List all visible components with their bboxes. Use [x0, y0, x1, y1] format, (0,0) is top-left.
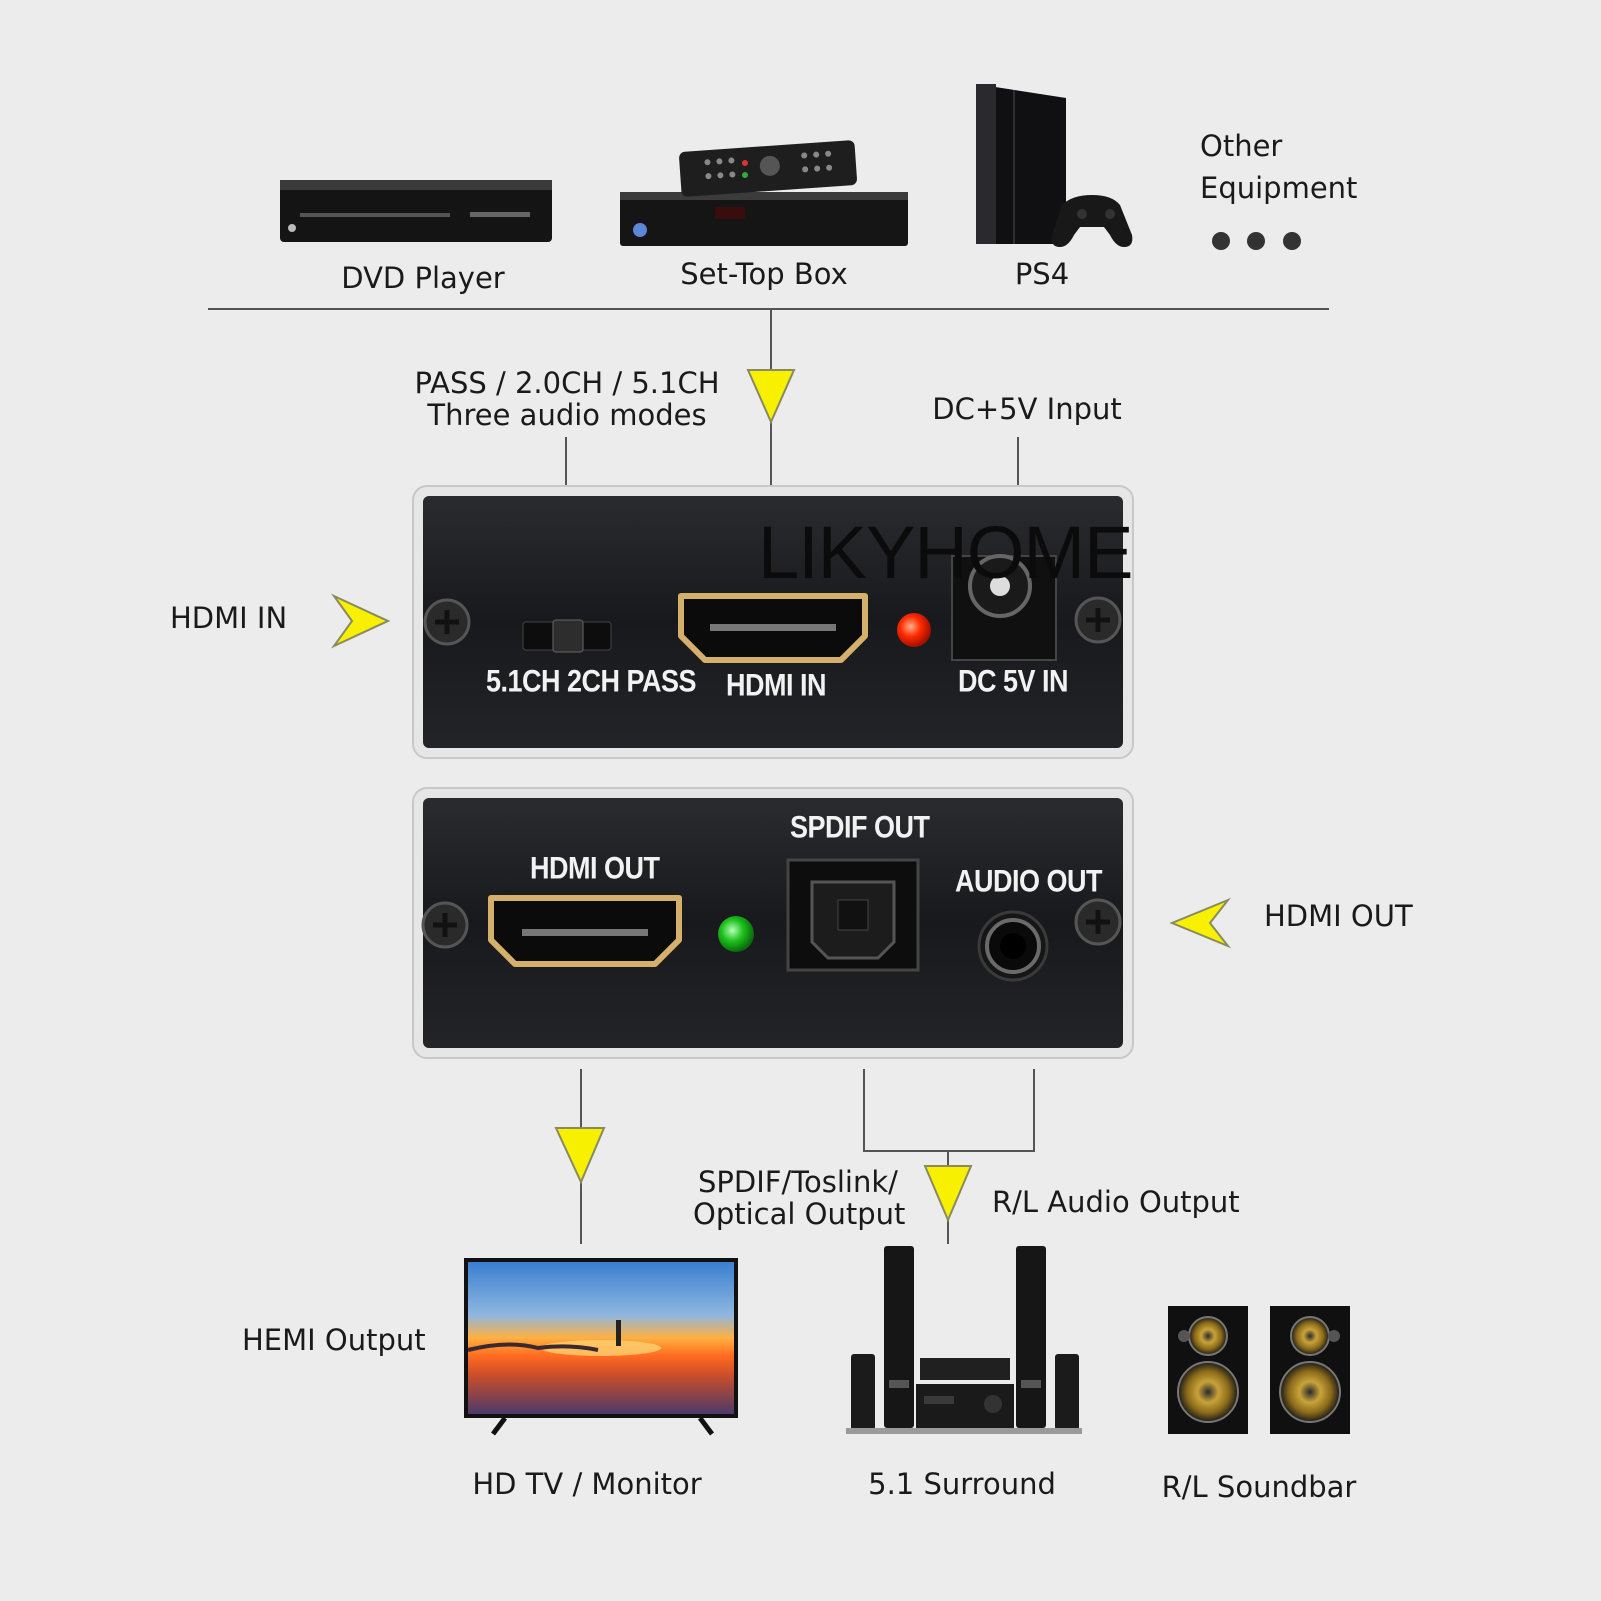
- mode-switch-label: 5.1CH 2CH PASS: [486, 663, 697, 699]
- ps4-label: PS4: [1014, 257, 1070, 291]
- back-panel: [412, 787, 1134, 1059]
- other-equipment-label-line1: Other: [1200, 129, 1283, 163]
- hd-tv-label: HD TV / Monitor: [472, 1467, 702, 1501]
- down-arrow-icon: [746, 369, 796, 425]
- soundbar-speakers-icon: [1168, 1306, 1350, 1434]
- hdmi-in-port: [678, 593, 868, 663]
- hemi-output-callout: HEMI Output: [242, 1323, 426, 1357]
- power-led-red: [897, 613, 931, 647]
- dc-5v-in-label: DC 5V IN: [958, 663, 1069, 699]
- screw-icon: [1074, 596, 1122, 644]
- ps4-console-icon: [976, 84, 1133, 247]
- right-arrow-icon: [330, 593, 391, 649]
- screw-icon: [423, 598, 471, 646]
- more-equipment-dots-icon: [1212, 232, 1301, 250]
- down-arrow-icon: [923, 1165, 973, 1223]
- back-hdmi-out-label: HDMI OUT: [530, 850, 660, 886]
- hdmi-in-callout: HDMI IN: [170, 601, 288, 635]
- hdmi-out-callout: HDMI OUT: [1264, 899, 1413, 933]
- spdif-callout-line2: Optical Output: [693, 1197, 906, 1231]
- optical-port: [786, 858, 920, 972]
- brand-watermark: LIKYHOME: [758, 511, 1133, 594]
- surround-label: 5.1 Surround: [868, 1467, 1056, 1501]
- soundbar-label: R/L Soundbar: [1161, 1470, 1357, 1504]
- front-panel: [412, 485, 1134, 759]
- dvd-player-label: DVD Player: [341, 261, 505, 295]
- surround-speaker-system-icon: [846, 1246, 1082, 1434]
- spdif-out-label: SPDIF OUT: [790, 809, 930, 845]
- rl-audio-output-callout: R/L Audio Output: [992, 1185, 1240, 1219]
- front-hdmi-in-label: HDMI IN: [726, 667, 827, 703]
- other-equipment-label-line2: Equipment: [1200, 171, 1358, 205]
- set-top-box-icon: [620, 140, 908, 246]
- screw-icon: [1074, 898, 1122, 946]
- audio-jack: [977, 910, 1049, 982]
- dvd-player-icon: [280, 180, 552, 242]
- hdmi-out-port: [488, 895, 682, 967]
- audio-out-label: AUDIO OUT: [955, 863, 1103, 899]
- mode-switch: [522, 619, 612, 653]
- hd-tv-icon: [464, 1258, 738, 1436]
- down-arrow-icon: [554, 1127, 606, 1185]
- set-top-box-label: Set-Top Box: [680, 257, 848, 291]
- status-led-green: [718, 916, 754, 952]
- screw-icon: [421, 901, 469, 949]
- left-arrow-icon: [1169, 897, 1232, 949]
- audio-modes-callout-line2: Three audio modes: [427, 398, 707, 432]
- dc-input-callout: DC+5V Input: [932, 392, 1122, 426]
- spdif-callout-line1: SPDIF/Toslink/: [698, 1165, 898, 1199]
- audio-modes-callout-line1: PASS / 2.0CH / 5.1CH: [414, 366, 720, 400]
- dc-jack: [951, 554, 1057, 661]
